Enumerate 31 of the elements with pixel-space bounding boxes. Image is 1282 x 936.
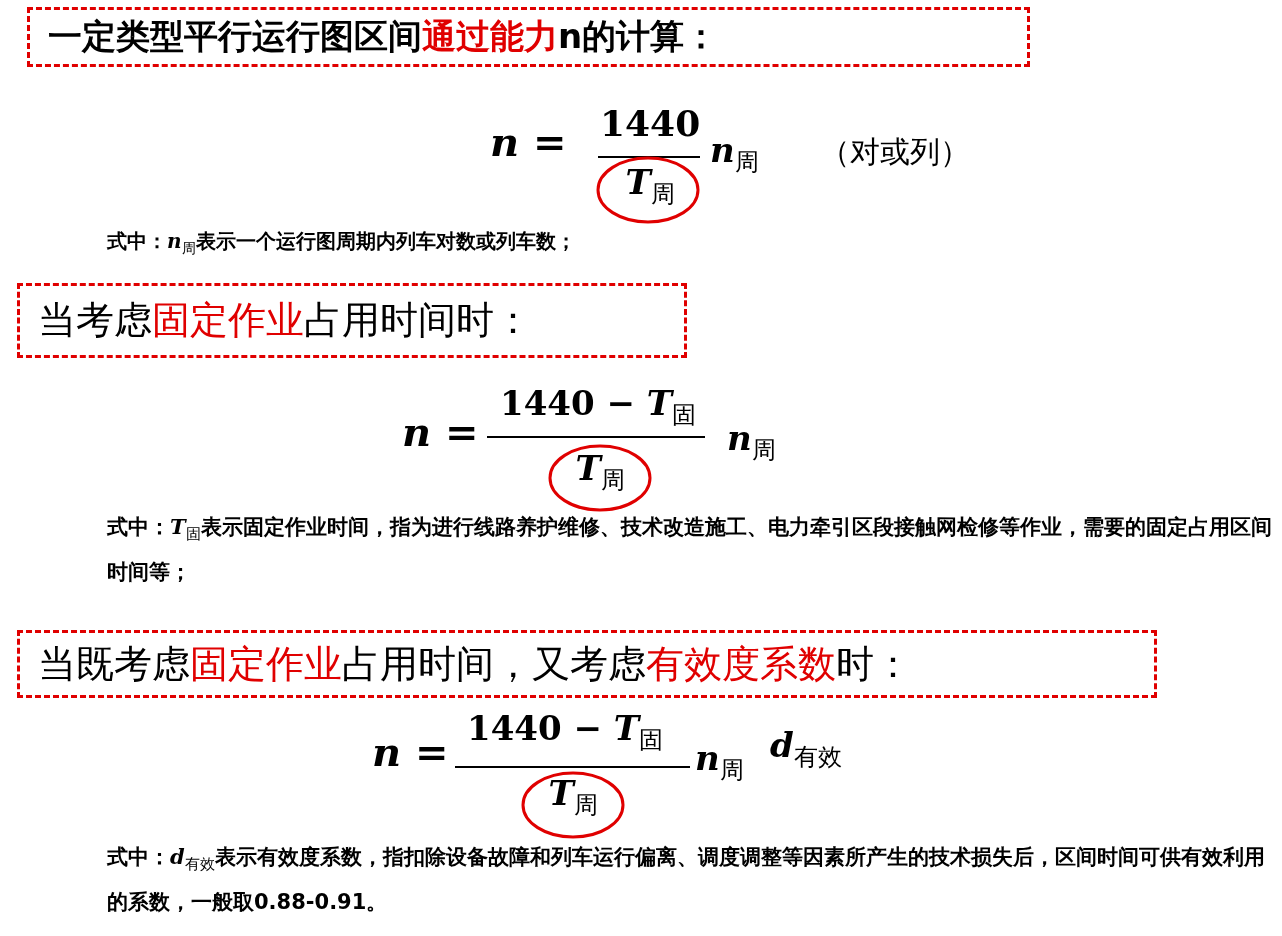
explanation-text: 式中：T$_{固}$表示固定作业时间，指为进行线路养护维修、技术改造施工、电力牵引区段接触网检修等作业，需要的固定占用区间时间等； (107, 513, 1273, 587)
formula-text: 1440 (600, 102, 701, 144)
highlighted-text: 通过能力 (422, 15, 558, 58)
formula-text: n = (372, 728, 449, 775)
formula-text: n$_{周}$ (727, 418, 776, 467)
highlighted-text: 固定作业 (152, 297, 304, 344)
heading-text: 当既考虑 (38, 640, 190, 688)
heading-text: 一定类型平行运行图区间 (48, 15, 422, 58)
formula-text: T$_{周}$ (548, 773, 598, 822)
formula-text: n$_{周}$ (695, 738, 744, 787)
heading-text: n的计算： (558, 15, 719, 58)
explanation-text: 式中：d$_{有效}$表示有效度系数，指扣除设备故障和列车运行偏离、调度调整等因素所产生的技术损失后，区间时间可供有效利用的系数，一般取0.88-0.91。 (107, 843, 1266, 917)
formula-text: 1440 − T$_{固}$ (467, 708, 664, 757)
heading-box (17, 283, 687, 358)
formula-text: 1440 − T$_{固}$ (500, 383, 697, 432)
heading-box (27, 7, 1030, 67)
formula-text: T$_{周}$ (575, 448, 625, 497)
formula-text: n = (402, 408, 479, 455)
heading-text: 占用时间，又考虑 (342, 640, 646, 688)
formula-text: T$_{周}$ (625, 162, 675, 211)
heading-text: 时： (836, 640, 912, 688)
heading-text: 占用时间时： (304, 297, 532, 344)
formula-text: n = (490, 118, 567, 165)
highlighted-text: 有效度系数 (646, 640, 836, 688)
formula-text: n$_{周}$ (710, 130, 759, 179)
explanation-text: 式中：n$_{周}$表示一个运行图周期内列车对数或列车数； (107, 228, 577, 258)
formula-text: d$_{有效}$ (770, 725, 842, 774)
heading-text: 当考虑 (38, 297, 152, 344)
highlighted-text: 固定作业 (190, 640, 342, 688)
unit-note: （对或列） (820, 133, 970, 171)
heading-box (17, 630, 1157, 698)
